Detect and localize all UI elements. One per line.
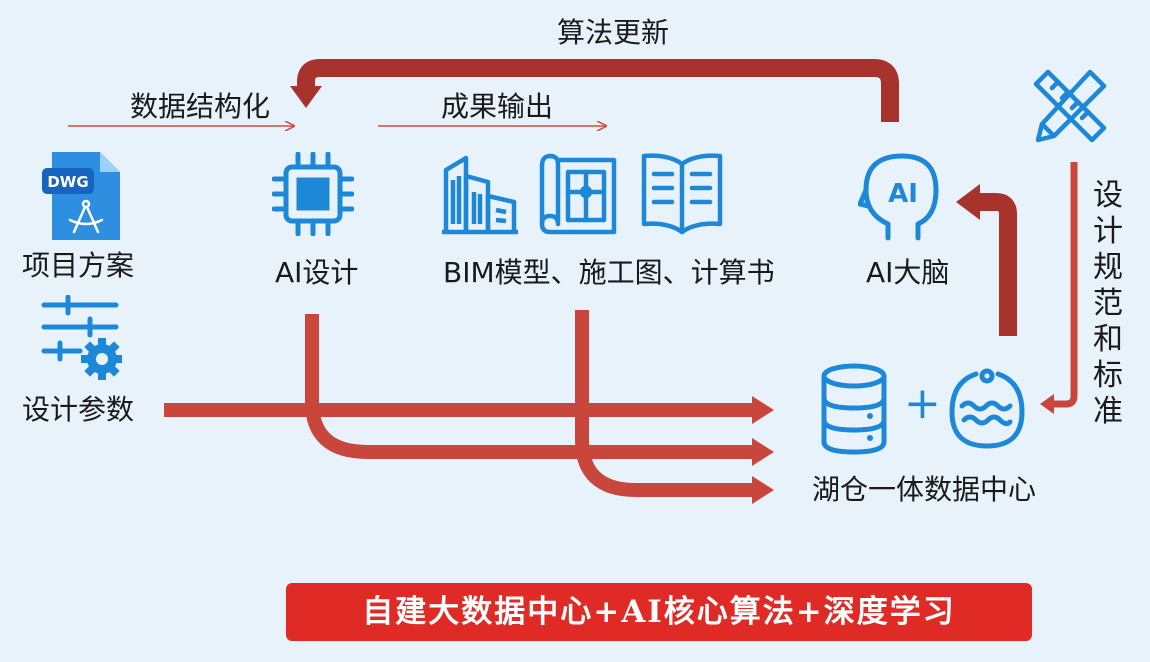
algorithm-update-label: 算法更新: [557, 16, 670, 49]
ai-brain-label: AI大脑: [866, 256, 950, 289]
result-output-label: 成果输出: [441, 90, 554, 123]
algorithm-update-arrow: [290, 59, 899, 122]
dwg-file-icon: DWG: [42, 152, 120, 240]
chip-icon: [272, 152, 354, 236]
data-center-label: 湖仓一体数据中心: [812, 473, 1037, 506]
outputs-to-datacenter-arrow: [575, 310, 774, 504]
book-icon: [641, 153, 723, 235]
slogan-banner: 自建大数据中心+AI核心算法+深度学习: [286, 583, 1032, 641]
sliders-gear-icon: [41, 295, 122, 380]
dwg-badge-text: DWG: [47, 173, 88, 191]
standards-to-datacenter-arrow: [1040, 162, 1078, 414]
design-params-label: 设计参数: [22, 393, 135, 426]
project-plan-label: 项目方案: [22, 249, 135, 282]
ai-design-label: AI设计: [275, 256, 359, 289]
blueprint-icon: [539, 153, 617, 235]
outputs-label: BIM模型、施工图、计算书: [443, 256, 775, 289]
ruler-pencil-icon: [1033, 69, 1107, 143]
lake-icon: [949, 368, 1025, 449]
params-to-datacenter-arrow: [164, 396, 774, 424]
datacenter-to-brain-arrow: [956, 184, 1017, 336]
ai-design-to-datacenter-arrow: [305, 314, 774, 466]
ai-head-icon: AI: [858, 153, 939, 241]
ai-head-text: AI: [888, 179, 918, 209]
data-structuring-label: 数据结构化: [130, 90, 271, 123]
database-icon: [821, 363, 887, 455]
standards-label: 设计规范和标准: [1093, 178, 1123, 429]
plus-sign: +: [904, 378, 941, 429]
building-icon: [442, 155, 518, 235]
